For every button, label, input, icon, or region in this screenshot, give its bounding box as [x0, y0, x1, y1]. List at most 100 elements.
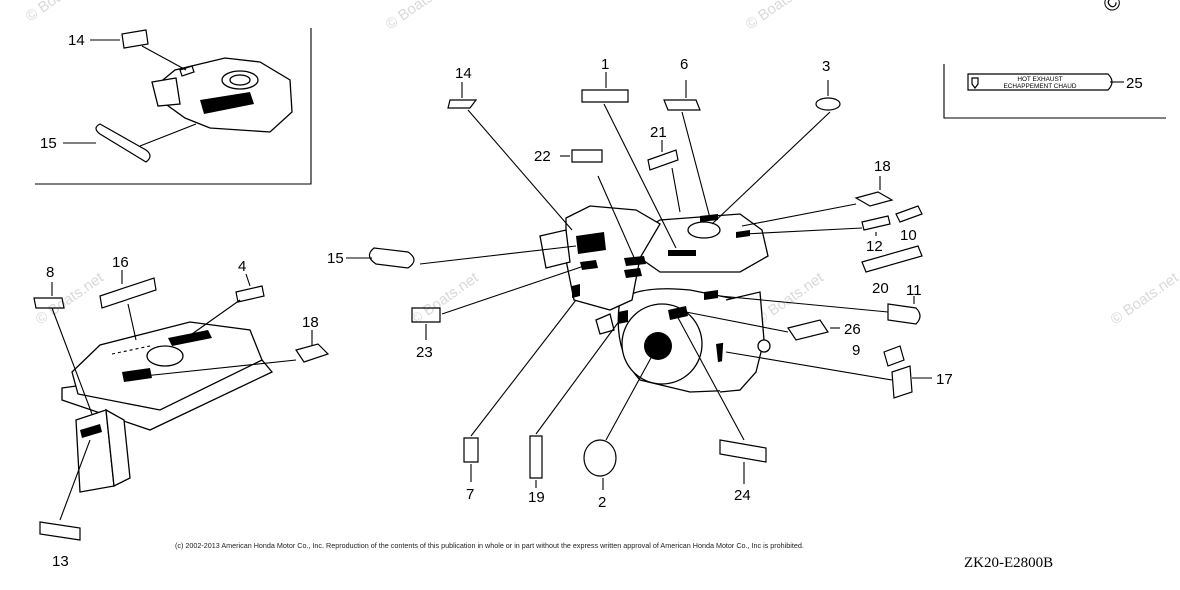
callout-15: 15 — [327, 250, 344, 267]
tank-label-dark-2 — [122, 368, 152, 382]
decal-17 — [891, 365, 913, 399]
callout-16: 16 — [112, 254, 129, 271]
decal-16 — [99, 277, 157, 309]
air-cleaner-cap-inner — [229, 74, 251, 86]
callout-23: 23 — [416, 344, 433, 361]
decal-22 — [571, 149, 603, 163]
decal-6 — [663, 99, 701, 111]
callout-4: 4 — [238, 258, 246, 275]
engine-tank-label — [668, 250, 696, 256]
callout-25: 25 — [1126, 75, 1143, 92]
callout-17: 17 — [936, 371, 953, 388]
tank-cap — [146, 345, 184, 367]
decal-14-inset — [121, 29, 149, 49]
leader-16-b — [127, 303, 137, 341]
decal-3 — [815, 97, 841, 111]
inset-frame — [35, 28, 312, 185]
callout-12: 12 — [866, 238, 883, 255]
callout-24: 24 — [734, 487, 751, 504]
callout-14: 14 — [455, 65, 472, 82]
engine-air-label-2 — [580, 260, 598, 270]
watermark: © Boats.net — [408, 269, 483, 328]
leader-12-b — [743, 227, 863, 235]
decal-19 — [529, 435, 543, 479]
leader-2-b — [605, 355, 653, 441]
leader-1-b — [603, 103, 677, 249]
watermark: © Boats.net — [1108, 269, 1180, 328]
engine-intake — [539, 229, 571, 269]
leader-21-b — [671, 167, 681, 213]
callout-8: 8 — [46, 264, 54, 281]
air-cleaner-small-label — [179, 65, 195, 77]
callout-19: 19 — [528, 489, 545, 506]
callout-1: 1 — [601, 56, 609, 73]
decal-7 — [463, 437, 479, 463]
callout-10: 10 — [900, 227, 917, 244]
callout-14-inset: 14 — [68, 32, 85, 49]
engine-shroud-label — [668, 306, 688, 320]
engine-shroud-label-3 — [704, 290, 718, 300]
leader-22-b — [597, 175, 637, 263]
leader-17-b — [725, 351, 893, 381]
callout-26: 26 — [844, 321, 861, 338]
leader-8-b — [51, 307, 93, 415]
decal-14 — [447, 99, 478, 109]
decal-25-line1: HOT EXHAUST — [1017, 76, 1062, 83]
callout-3: 3 — [822, 58, 830, 75]
leader-23-b — [441, 265, 585, 315]
air-cleaner-intake — [151, 77, 181, 107]
decal-23 — [411, 307, 441, 323]
recoil-center — [644, 332, 672, 360]
bracket-label-dark — [80, 424, 102, 438]
decal-26 — [787, 319, 829, 341]
callout-15-inset: 15 — [40, 135, 57, 152]
engine-crankcase — [719, 291, 765, 393]
callout-18-tank: 18 — [302, 314, 319, 331]
leader-15-inset-b — [139, 123, 197, 147]
engine-air-cleaner — [565, 205, 661, 311]
leader-26-b — [685, 311, 789, 333]
tank-dashed — [111, 345, 151, 355]
decal-20 — [861, 245, 923, 273]
decal-25-line2: ECHAPPEMENT CHAUD — [1003, 83, 1076, 90]
engine-side-label — [572, 284, 580, 298]
decal-11 — [887, 303, 921, 325]
callout-22: 22 — [534, 148, 551, 165]
air-cleaner-label-dark — [200, 92, 254, 114]
callout-7: 7 — [466, 486, 474, 503]
inset-frame-right — [943, 64, 1166, 119]
engine-tank-label-2 — [700, 214, 718, 222]
decal-10 — [895, 205, 923, 223]
engine-fuel-tank — [639, 213, 769, 273]
exhaust-label-inset: HOT EXHAUST ECHAPPEMENT CHAUD — [943, 64, 1166, 119]
decal-24 — [719, 439, 767, 463]
callout-21: 21 — [650, 124, 667, 141]
air-cleaner-inset — [35, 28, 312, 185]
leader-11-b — [719, 295, 889, 313]
leader-19-b — [535, 319, 621, 435]
tank-bracket-side — [105, 408, 131, 488]
leader-18-tank-b — [143, 359, 297, 377]
callout-numbers: 14 15 8 16 4 18 13 14 1 6 3 21 22 15 23 … — [40, 32, 1143, 570]
decal-2 — [583, 439, 617, 477]
watermark: © Boats.net — [383, 0, 458, 33]
engine-air-label — [576, 232, 606, 254]
leader-13 — [59, 439, 91, 521]
leader-7-b — [470, 299, 577, 437]
callout-20: 20 — [872, 280, 889, 297]
engine-side-label-2 — [618, 310, 628, 324]
callout-13: 13 — [52, 553, 69, 570]
decal-21 — [647, 149, 679, 171]
decal-18-tank — [295, 343, 330, 363]
callout-2: 2 — [598, 494, 606, 511]
engine-shaft — [757, 339, 771, 353]
leader-18-b — [741, 203, 857, 227]
leader-15-b — [419, 245, 577, 265]
watermark: © Boats.net — [23, 0, 98, 25]
decal-15 — [368, 247, 415, 269]
engine-tank-cap — [687, 221, 721, 239]
engine-body-label-2 — [624, 268, 642, 278]
leader-3-b — [711, 111, 831, 225]
air-cleaner-body — [157, 57, 293, 133]
